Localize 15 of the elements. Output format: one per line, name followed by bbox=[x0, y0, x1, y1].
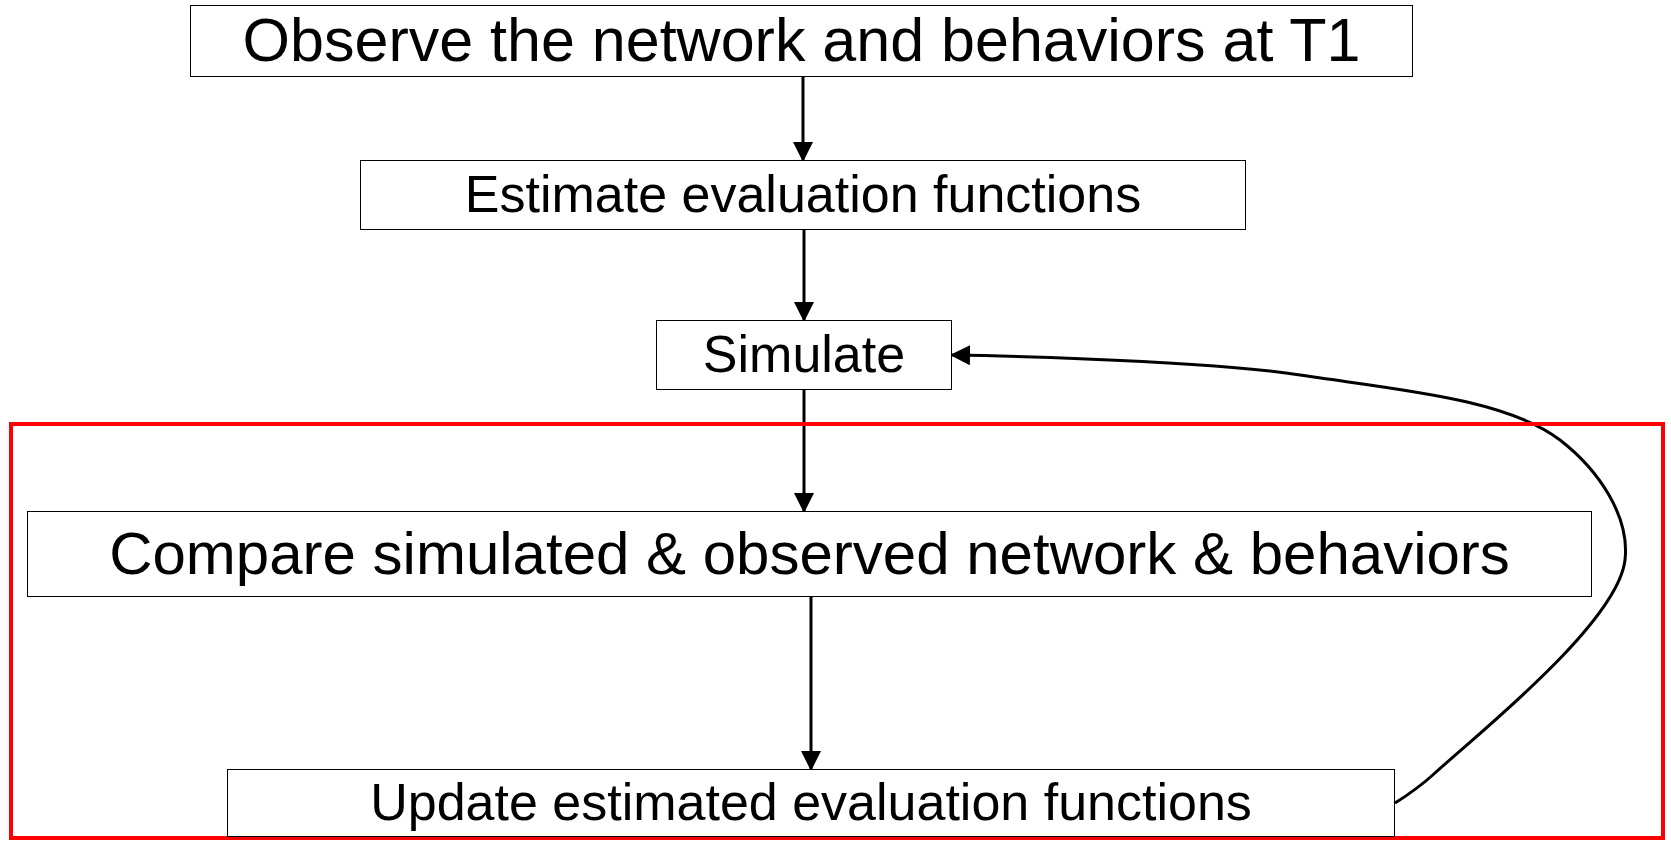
step-label: Compare simulated & observed network & behaviors bbox=[109, 521, 1510, 587]
process-box bbox=[360, 160, 1246, 230]
step-label: Simulate bbox=[702, 326, 906, 384]
process-box bbox=[27, 511, 1592, 597]
step-label: Update estimated evaluation functions bbox=[370, 774, 1252, 832]
arrow bbox=[950, 345, 1627, 805]
process-box bbox=[656, 320, 952, 390]
arrow bbox=[793, 77, 813, 162]
step-label: Estimate evaluation functions bbox=[464, 166, 1142, 224]
process-box bbox=[227, 769, 1395, 837]
arrow bbox=[794, 230, 814, 322]
arrow bbox=[801, 597, 821, 771]
step-label: Observe the network and behaviors at T1 bbox=[242, 7, 1361, 75]
arrow bbox=[794, 390, 814, 513]
group-frame bbox=[9, 422, 1665, 840]
